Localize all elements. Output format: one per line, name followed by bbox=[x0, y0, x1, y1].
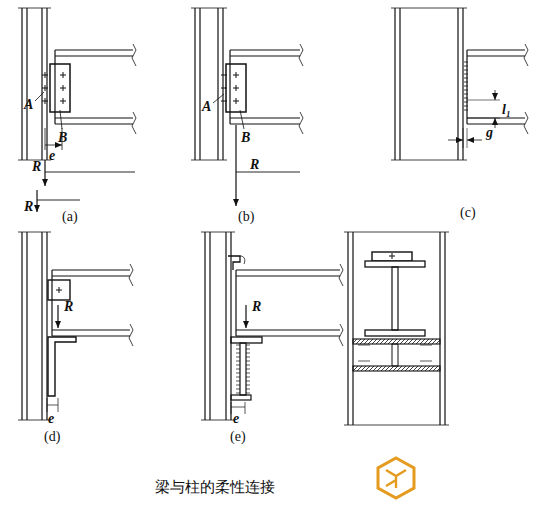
force-label: R bbox=[64, 300, 73, 314]
weld-mark bbox=[464, 94, 468, 95]
weld-mark bbox=[464, 98, 468, 99]
weld-mark bbox=[236, 357, 240, 358]
weld-mark bbox=[464, 66, 468, 67]
weld-mark bbox=[236, 361, 240, 362]
weld-mark bbox=[464, 82, 468, 83]
weld-mark bbox=[246, 349, 250, 350]
weld-mark bbox=[246, 389, 250, 390]
weld-mark bbox=[236, 393, 240, 394]
dimension-label: e bbox=[233, 412, 239, 426]
weld-mark bbox=[236, 345, 240, 346]
weld-mark bbox=[464, 86, 468, 87]
caption: 梁与柱的柔性连接 bbox=[155, 478, 275, 496]
weld-mark bbox=[236, 389, 240, 390]
weld-mark bbox=[464, 106, 468, 107]
weld-mark bbox=[464, 74, 468, 75]
view-label: (d) bbox=[44, 430, 60, 444]
weld-mark bbox=[246, 385, 250, 386]
detail-c bbox=[391, 8, 528, 160]
weld-mark bbox=[236, 385, 240, 386]
weld-mark bbox=[236, 381, 240, 382]
section-view bbox=[344, 232, 449, 425]
part-label: B bbox=[58, 131, 67, 145]
part-label: A bbox=[24, 98, 33, 112]
dimension-label: g bbox=[486, 126, 493, 140]
weld-mark bbox=[464, 70, 468, 71]
weld-mark bbox=[464, 102, 468, 103]
weld-mark bbox=[246, 381, 250, 382]
detail-e bbox=[201, 232, 343, 420]
force-label: R bbox=[24, 200, 33, 214]
weld-mark bbox=[246, 365, 250, 366]
detail-b bbox=[191, 8, 303, 206]
view-label: (a) bbox=[62, 210, 78, 224]
weld-mark bbox=[236, 373, 240, 374]
view-label: (e) bbox=[230, 430, 246, 444]
weld-mark bbox=[246, 353, 250, 354]
force-label: R bbox=[252, 300, 261, 314]
weld-mark bbox=[236, 377, 240, 378]
detail-d bbox=[18, 232, 133, 420]
dimension-label: l₁ bbox=[502, 103, 511, 117]
view-label: (c) bbox=[460, 206, 476, 220]
weld-mark bbox=[236, 349, 240, 350]
weld-mark bbox=[464, 90, 468, 91]
weld-mark bbox=[236, 369, 240, 370]
dimension-label: e bbox=[49, 149, 55, 163]
part-label: B bbox=[241, 131, 250, 145]
weld-mark bbox=[246, 361, 250, 362]
weld-mark bbox=[246, 393, 250, 394]
weld-mark bbox=[246, 345, 250, 346]
weld-mark bbox=[464, 62, 468, 63]
view-label: (b) bbox=[238, 210, 254, 224]
weld-mark bbox=[464, 78, 468, 79]
force-label: R bbox=[32, 160, 41, 174]
weld-mark bbox=[246, 377, 250, 378]
detail-a bbox=[18, 8, 136, 212]
weld-mark bbox=[464, 110, 468, 111]
weld-mark bbox=[246, 369, 250, 370]
weld-mark bbox=[246, 373, 250, 374]
force-label: R bbox=[250, 158, 259, 172]
logo bbox=[378, 458, 414, 498]
weld-mark bbox=[246, 357, 250, 358]
weld-mark bbox=[236, 353, 240, 354]
dimension-label: e bbox=[48, 412, 54, 426]
part-label: A bbox=[202, 100, 211, 114]
weld-mark bbox=[236, 365, 240, 366]
